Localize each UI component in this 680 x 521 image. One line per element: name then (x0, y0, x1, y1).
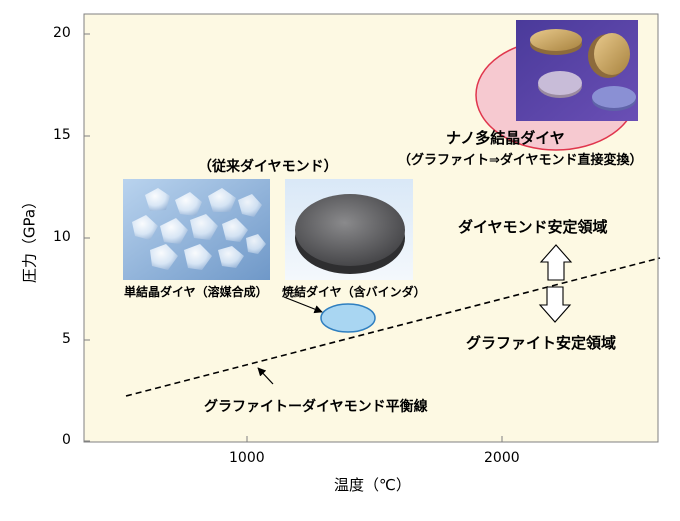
diamond-stable-label: ダイヤモンド安定領域 (458, 218, 608, 236)
equilibrium-line (125, 257, 661, 397)
conventional-diamond-header: （従来ダイヤモンド） (198, 159, 338, 175)
y-axis-label: 圧力（GPa） (20, 193, 39, 284)
y-axis-ticks (84, 33, 90, 442)
sintered-region-ellipse (320, 303, 376, 333)
nano-diamond-subtitle: （グラファイト⇒ダイヤモンド直接変換） (398, 153, 643, 168)
sintered-disc-photo (285, 179, 413, 280)
y-tick-10: 10 (53, 229, 71, 245)
x-axis-label: 温度（℃） (334, 476, 411, 494)
nano-diamond-photo (516, 20, 638, 121)
nano-diamond-title: ナノ多結晶ダイヤ (446, 129, 565, 147)
single-crystal-photo (123, 179, 270, 280)
equilibrium-pointer-arrow (257, 367, 274, 385)
y-tick-5: 5 (62, 331, 71, 347)
y-tick-15: 15 (53, 127, 71, 143)
single-crystal-label: 単結晶ダイヤ（溶媒合成） (124, 285, 268, 299)
y-tick-0: 0 (62, 432, 71, 448)
down-arrow-icon (538, 286, 572, 323)
graphite-stable-label: グラファイト安定領域 (466, 334, 617, 352)
x-tick-1000: 1000 (229, 450, 265, 466)
x-axis-ticks (246, 436, 503, 442)
y-tick-20: 20 (53, 25, 71, 41)
sintered-label: 焼結ダイヤ（含バインダ） (282, 285, 426, 299)
equilibrium-line-label: グラファイトーダイヤモンド平衡線 (204, 399, 428, 415)
up-arrow-icon (539, 244, 573, 281)
sintered-pointer-arrow (283, 296, 323, 314)
x-tick-2000: 2000 (484, 450, 520, 466)
